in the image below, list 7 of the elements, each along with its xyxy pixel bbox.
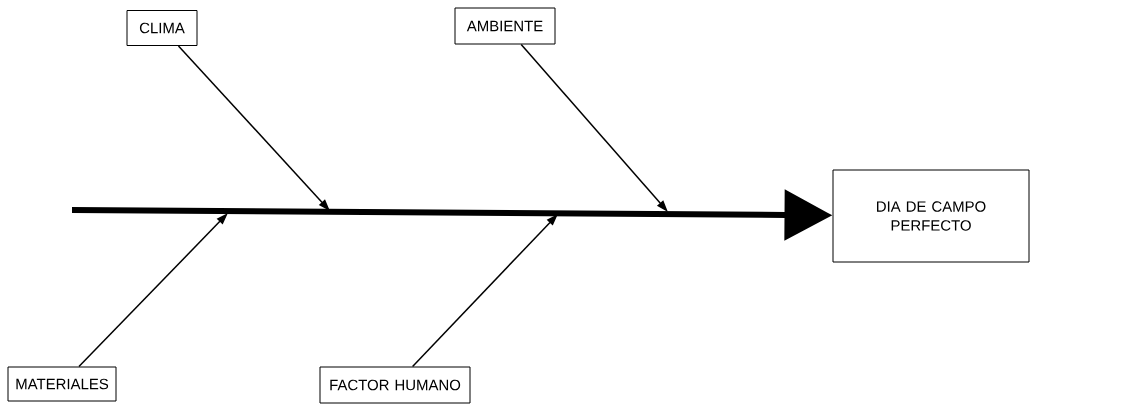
cause-arrow (78, 213, 228, 368)
cause-box: FACTOR HUMANO (319, 366, 471, 404)
cause-box: CLIMA (126, 10, 198, 46)
cause-box: DIA DE CAMPO PERFECTO (832, 169, 1030, 263)
cause-arrow (411, 214, 558, 368)
cause-box: MATERIALES (7, 366, 117, 402)
cause-box: AMBIENTE (454, 7, 556, 45)
